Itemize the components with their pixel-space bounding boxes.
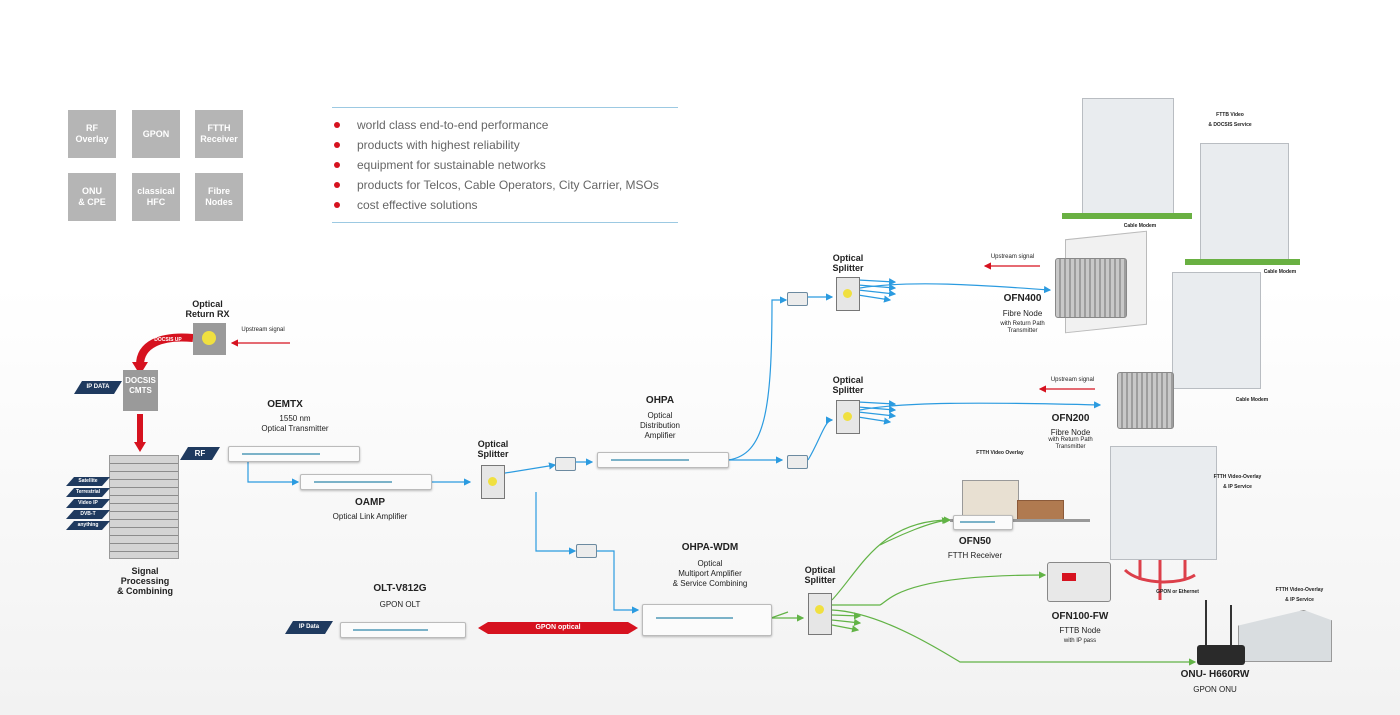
oemtx-desc: 1550 nm Optical Transmitter — [261, 414, 329, 433]
upstream-label-headend: Upstream signal — [241, 327, 285, 333]
ohpa-desc: Optical Distribution Amplifier — [639, 411, 680, 440]
signal-processing-label: Signal Processing & Combining — [117, 566, 173, 596]
oamp-desc: Optical Link Amplifier — [332, 512, 408, 521]
tile-gpon[interactable]: GPON — [132, 110, 180, 158]
splitter-label-3: Optical Splitter — [832, 375, 864, 395]
ofn100-desc: FTTB Node — [1059, 626, 1101, 635]
ohpa-wdm-device[interactable] — [642, 604, 772, 636]
splitter-label-2: Optical Splitter — [832, 253, 864, 273]
splitter-label-4: Optical Splitter — [804, 565, 836, 585]
ofn200-upstream: Upstream signal — [1050, 377, 1095, 383]
ofn50-device[interactable] — [953, 515, 1013, 530]
building-3 — [1172, 272, 1261, 389]
input-video-ip: Video IP — [66, 499, 110, 508]
olt-name: OLT-V812G — [373, 583, 427, 594]
optical-splitter-4[interactable] — [808, 593, 832, 635]
input-satellite: Satellite — [66, 477, 110, 486]
return-rx-label: Optical Return RX — [185, 299, 230, 319]
display-icon — [1062, 573, 1076, 581]
input-dvb-t: DVB-T — [66, 510, 110, 519]
ip-data-flag: IP DATA — [74, 381, 122, 394]
fiber-coil — [555, 457, 576, 471]
ofn100-sub: with IP pass — [1063, 638, 1097, 644]
onu-desc: GPON ONU — [1193, 685, 1237, 694]
antenna-icon — [1205, 600, 1207, 645]
building-2 — [1200, 143, 1289, 260]
building-1 — [1082, 98, 1174, 214]
ofn200-name: OFN200 — [1051, 413, 1090, 424]
onu-device[interactable] — [1197, 645, 1245, 665]
fiber-coil — [787, 455, 808, 469]
feature-item: cost effective solutions — [332, 195, 678, 215]
ofn400-sub: with Return Path Transmitter — [1000, 321, 1045, 334]
feature-item: equipment for sustainable networks — [332, 155, 678, 175]
gpon-ethernet-label: GPON or Ethernet — [1156, 589, 1199, 595]
ofn50-desc: FTTH Receiver — [947, 551, 1003, 560]
cable-modem-label: Cable Modem — [1123, 223, 1157, 229]
docsis-cmts[interactable]: DOCSIS CMTS — [123, 370, 158, 411]
tile-onu-cpe[interactable]: ONU & CPE — [68, 173, 116, 221]
ohpa-name: OHPA — [645, 395, 675, 406]
oamp-name: OAMP — [355, 497, 385, 508]
ofn200-device[interactable] — [1117, 372, 1174, 429]
ohpa-device[interactable] — [597, 452, 729, 468]
input-terrestrial: Terrestrial — [66, 488, 110, 497]
oemtx-device[interactable] — [228, 446, 360, 462]
fiber-coil — [576, 544, 597, 558]
feature-item: world class end-to-end performance — [332, 115, 678, 135]
olt-device[interactable] — [340, 622, 466, 638]
input-anything: anything — [66, 521, 110, 530]
tile-ftth-receiver[interactable]: FTTH Receiver — [195, 110, 243, 158]
rf-flag: RF — [180, 447, 220, 460]
fttb-docsis-label: FTTB Video & DOCSIS Service — [1208, 112, 1252, 128]
receiver-icon — [202, 331, 216, 345]
fttb-ip-label: FTTH Video-Overlay & IP Service — [1213, 474, 1262, 490]
ohpa-wdm-desc: Optical Multiport Amplifier & Service Co… — [672, 559, 748, 588]
feature-item: products for Telcos, Cable Operators, Ci… — [332, 175, 678, 195]
ofn400-device[interactable] — [1055, 258, 1127, 318]
signal-processing-rack[interactable] — [109, 455, 179, 559]
cable-modem-label: Cable Modem — [1235, 397, 1269, 403]
grass — [1062, 213, 1192, 219]
docsis-up-label: DOCSIS UP — [154, 337, 182, 343]
ohpa-wdm-name: OHPA-WDM — [681, 542, 739, 553]
ofn100-device[interactable] — [1047, 562, 1111, 602]
ofn200-desc: Fibre Node — [1050, 428, 1091, 437]
tile-rf-overlay[interactable]: RF Overlay — [68, 110, 116, 158]
grass — [1185, 259, 1300, 265]
ground — [950, 519, 1090, 522]
antenna-icon — [1230, 605, 1232, 645]
oemtx-name: OEMTX — [267, 399, 303, 410]
ofn100-name: OFN100-FW — [1051, 611, 1109, 622]
onu-name: ONU- H660RW — [1180, 669, 1250, 680]
optical-splitter-2[interactable] — [836, 277, 860, 311]
house-wing — [1017, 500, 1064, 520]
feature-item: products with highest reliability — [332, 135, 678, 155]
cable-modem-label: Cable Modem — [1263, 269, 1297, 275]
olt-desc: GPON OLT — [379, 600, 421, 609]
ofn400-desc: Fibre Node — [1002, 309, 1043, 318]
onu-overlay-label: FTTH Video-Overlay & IP Service — [1275, 587, 1324, 603]
fiber-coil — [787, 292, 808, 306]
tile-classical-hfc[interactable]: classical HFC — [132, 173, 180, 221]
splitter-label-1: Optical Splitter — [477, 439, 509, 459]
features-list: world class end-to-end performance produ… — [332, 107, 678, 223]
oamp-device[interactable] — [300, 474, 432, 490]
building-4 — [1110, 446, 1217, 560]
ofn50-overlay-label: FTTH Video Overlay — [976, 450, 1024, 456]
house-icon — [962, 480, 1019, 520]
tile-fibre-nodes[interactable]: Fibre Nodes — [195, 173, 243, 221]
ofn400-upstream: Upstream signal — [990, 254, 1035, 260]
ofn50-name: OFN50 — [958, 536, 992, 547]
optical-splitter-3[interactable] — [836, 400, 860, 434]
olt-ip-data-flag: IP Data — [285, 621, 333, 634]
ofn200-sub: with Return Path Transmitter — [1048, 437, 1093, 450]
optical-return-rx[interactable] — [193, 323, 226, 355]
ofn400-name: OFN400 — [1003, 293, 1042, 304]
optical-splitter-1[interactable] — [481, 465, 505, 499]
gpon-optical-arrow: GPON optical — [478, 622, 638, 634]
